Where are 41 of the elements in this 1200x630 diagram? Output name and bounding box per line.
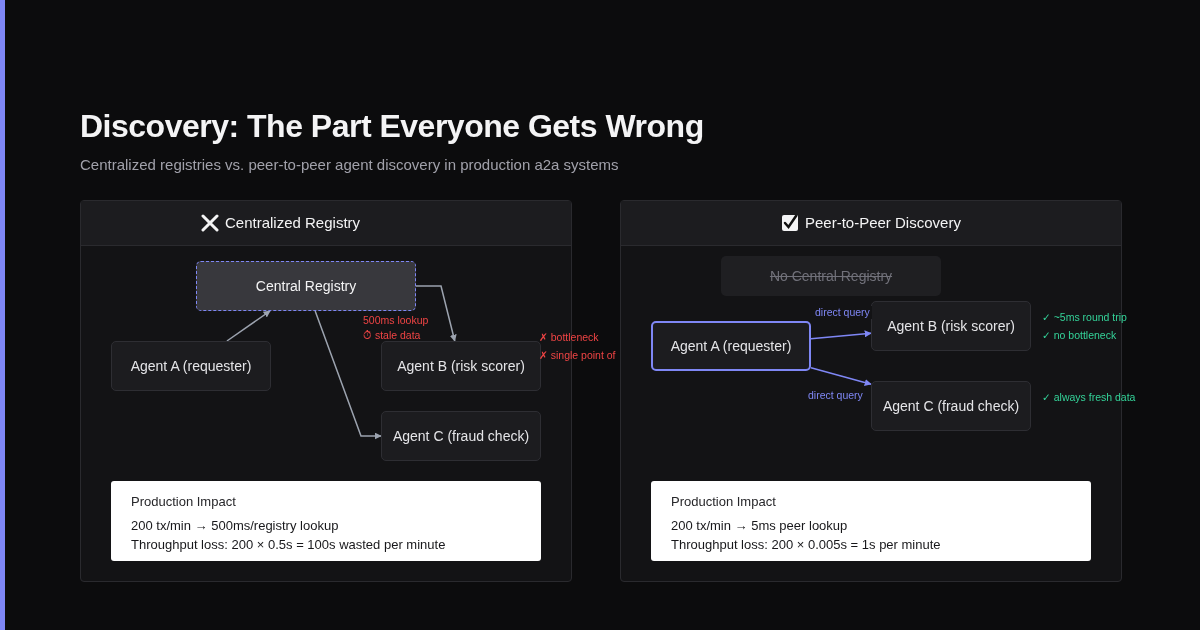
title: Discovery: The Part Everyone Gets Wrong: [80, 108, 704, 145]
agent-box: [871, 381, 1031, 431]
agent-box: [111, 341, 271, 391]
impact-text: Throughput loss: 200 × 0.005s = 1s per minute: [671, 537, 942, 552]
node-label: Agent C (fraud check): [882, 398, 1020, 414]
card-heading: Production Impact: [131, 494, 237, 509]
impact-text: 200 tx/min → 500ms/registry lookup: [131, 518, 340, 533]
note-text: ✓ always fresh data: [1042, 390, 1136, 405]
subtitle: Centralized registries vs. peer-to-peer agent discovery in production a2a systems: [80, 156, 619, 173]
arrow: [810, 367, 872, 386]
edge-label: direct query: [806, 389, 865, 402]
panel-title: Centralized Registry: [225, 214, 361, 231]
node-label: Agent B (risk scorer): [887, 318, 1015, 334]
node-label: Agent A (requester): [130, 358, 252, 374]
edge-label: direct query: [813, 306, 872, 319]
note-text: ✗ bottleneck: [539, 330, 599, 345]
arrow: [415, 285, 457, 342]
card-heading: Production Impact: [671, 494, 777, 509]
node-label: Central Registry: [255, 278, 357, 294]
note-text: 500ms lookup: [363, 314, 429, 327]
node-label: No Central Registry: [769, 268, 893, 284]
registry-box: [196, 261, 416, 311]
note-text: ✓ no bottleneck: [1042, 328, 1117, 343]
note-text: ✗ single point of: [539, 348, 616, 363]
arrow: [226, 310, 271, 342]
arrow: [314, 310, 382, 440]
agent-box: [651, 321, 811, 371]
note-text: ✓ ~5ms round trip: [1042, 310, 1127, 325]
arrow: [810, 330, 872, 340]
node-label: Agent B (risk scorer): [397, 358, 525, 374]
agent-box: [381, 341, 541, 391]
panel-title: Peer-to-Peer Discovery: [805, 214, 961, 231]
impact-text: Throughput loss: 200 × 0.5s = 100s wasted per minute: [131, 537, 447, 552]
node-label: Agent A (requester): [670, 338, 792, 354]
agent-box: [871, 301, 1031, 351]
node-label: Agent C (fraud check): [392, 428, 530, 444]
impact-card: [651, 481, 1091, 561]
agent-box: [381, 411, 541, 461]
impact-card: [111, 481, 541, 561]
impact-text: 200 tx/min → 5ms peer lookup: [671, 518, 849, 533]
note-text: ⏱ stale data: [363, 329, 421, 342]
